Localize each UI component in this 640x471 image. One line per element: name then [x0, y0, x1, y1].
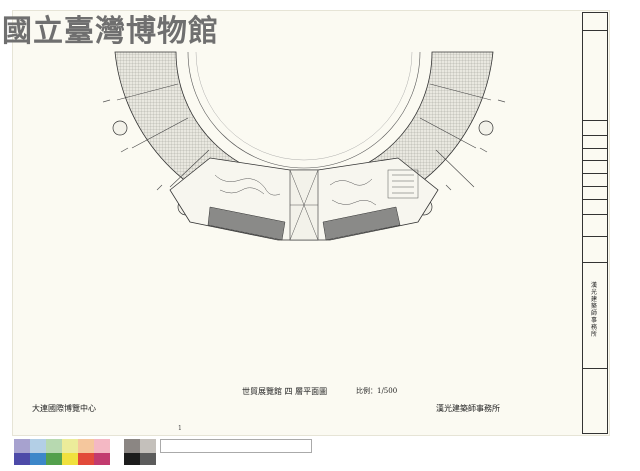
color-swatch: [46, 453, 62, 465]
color-swatch: [78, 453, 94, 465]
gray-band-right: [322, 206, 401, 241]
exhibit-clusters: [214, 169, 419, 206]
gray-band-left: [207, 206, 286, 241]
title-block-divider: [582, 160, 608, 161]
color-swatch: [46, 439, 62, 453]
title-block-divider: [582, 236, 608, 237]
title-block-divider: [582, 262, 608, 263]
client-name: 大連國際博覽中心: [32, 404, 96, 413]
inner-arc-line: [187, 51, 421, 169]
inner-arc-line-2: [195, 51, 413, 161]
drawing-title: 世貿展覽館 四 層平面圖: [242, 387, 328, 396]
gray-swatch: [140, 439, 156, 453]
color-swatch: [62, 439, 78, 453]
title-block-divider: [582, 368, 608, 369]
calibration-label-strip: [160, 439, 312, 453]
radial-divisions: [116, 83, 492, 188]
title-block-divider: [582, 148, 608, 149]
title-block-firm: 漢光建築師事務所: [591, 282, 598, 338]
color-swatch: [14, 453, 30, 465]
color-swatch: [94, 439, 110, 453]
color-swatch: [94, 453, 110, 465]
title-block-divider: [582, 186, 608, 187]
gray-swatch: [124, 453, 140, 465]
title-block: [582, 12, 608, 434]
title-block-divider: [582, 120, 608, 121]
color-swatch: [14, 439, 30, 453]
color-swatch: [30, 453, 46, 465]
color-swatch: [62, 453, 78, 465]
title-block-divider: [582, 135, 608, 136]
title-block-divider: [582, 214, 608, 215]
drawing-scale: 比例：1/500: [356, 387, 398, 395]
page-number: 1: [178, 425, 182, 432]
gray-swatch: [140, 453, 156, 465]
museum-logo: 國立臺灣博物館: [2, 14, 219, 49]
title-block-divider: [582, 30, 608, 31]
color-swatch: [30, 439, 46, 453]
color-swatch: [78, 439, 94, 453]
gray-swatch: [124, 439, 140, 453]
title-block-divider: [582, 199, 608, 200]
architect-firm: 漢光建築師事務所: [436, 404, 500, 413]
title-block-divider: [582, 173, 608, 174]
tick-marks: [102, 99, 506, 191]
